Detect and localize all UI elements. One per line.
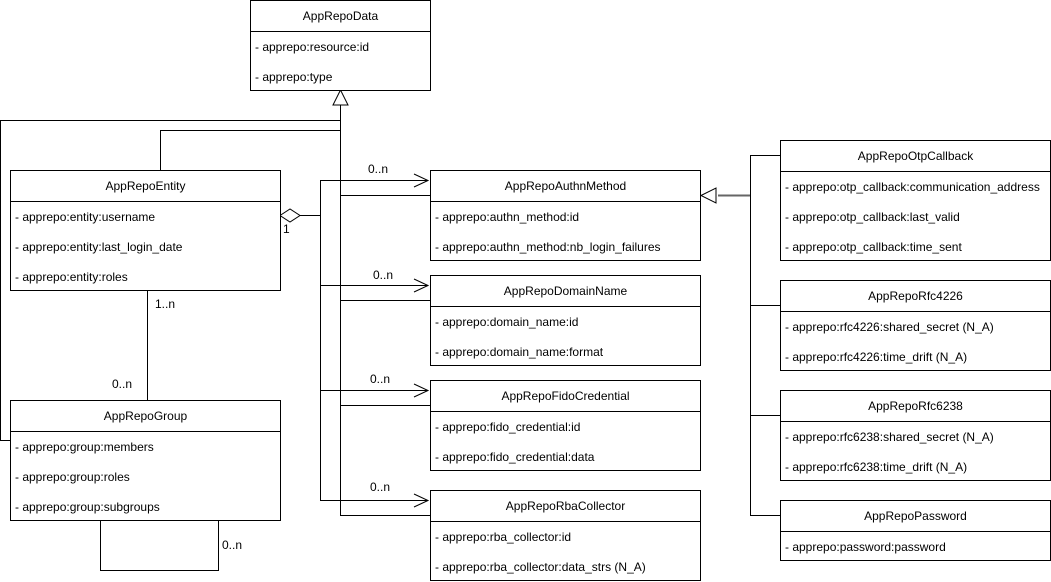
group-inherit-line [0, 120, 340, 441]
class-name: AppRepoAuthnMethod [431, 171, 700, 202]
multiplicity-label: 0..n [368, 162, 389, 176]
attribute: - apprepo:otp_callback:communication_add… [785, 180, 1040, 194]
class-name: AppRepoEntity [11, 171, 280, 202]
attribute: - apprepo:entity:username [15, 210, 156, 224]
multiplicity-label: 0..n [112, 377, 133, 391]
class-apprepofidocredential[interactable]: AppRepoFidoCredential - apprepo:fido_cred… [430, 380, 701, 471]
class-apprepootpcallback[interactable]: AppRepoOtpCallback - apprepo:otp_callback… [780, 140, 1051, 261]
attribute: - apprepo:domain_name:format [435, 345, 604, 359]
attribute: - apprepo:rfc6238:time_drift (N_A) [785, 460, 968, 474]
attribute: - apprepo:entity:roles [15, 270, 128, 284]
class-apprepoentity[interactable]: AppRepoEntity - apprepo:entity:username - … [10, 170, 281, 291]
class-name: AppRepoPassword [781, 501, 1050, 532]
class-apprepogroup[interactable]: AppRepoGroup - apprepo:group:members - app… [10, 400, 281, 521]
attribute: - apprepo:rfc4226:time_drift (N_A) [785, 350, 968, 364]
multiplicity-label: 0..n [370, 480, 391, 494]
attribute: - apprepo:entity:last_login_date [15, 240, 183, 254]
inherit-triangle [332, 88, 349, 106]
attribute: - apprepo:type [255, 70, 333, 84]
attribute: - apprepo:authn_method:nb_login_failures [435, 240, 661, 254]
class-appropassword[interactable]: AppRepoPassword - apprepo:password:passwo… [780, 500, 1051, 561]
inherit-line [340, 105, 430, 516]
group-self-loop [100, 520, 219, 571]
attribute: - apprepo:rba_collector:id [435, 530, 572, 544]
class-name: AppRepoRfc6238 [781, 391, 1050, 422]
attribute: - apprepo:authn_method:id [435, 210, 580, 224]
attribute: - apprepo:otp_callback:time_sent [785, 240, 962, 254]
class-name: AppRepoDomainName [431, 276, 700, 307]
class-name: AppRepoData [251, 1, 430, 32]
attribute: - apprepo:rba_collector:data_strs (N_A) [435, 560, 646, 574]
attribute: - apprepo:otp_callback:last_valid [785, 210, 960, 224]
class-name: AppRepoRbaCollector [431, 491, 700, 522]
class-apprepodata[interactable]: AppRepoData - apprepo:resource:id - apprep… [250, 0, 431, 91]
attribute: - apprepo:password:password [785, 540, 946, 554]
class-apporeporfc4226[interactable]: AppRepoRfc4226 - apprepo:rfc4226:shared_s… [780, 280, 1051, 371]
class-apprepoauthnmethod[interactable]: AppRepoAuthnMethod - apprepo:authn_method… [430, 170, 701, 261]
multiplicity-label: 0..n [373, 268, 394, 282]
multiplicity-label: 0..n [370, 372, 391, 386]
class-name: AppRepoRfc4226 [781, 281, 1050, 312]
attribute: - apprepo:group:subgroups [15, 500, 160, 514]
attribute: - apprepo:fido_credential:id [435, 420, 581, 434]
entity-inherit-line [160, 130, 340, 170]
class-name: AppRepoFidoCredential [431, 381, 700, 412]
multiplicity-label: 1..n [155, 297, 176, 311]
otp-inherit-triangle [699, 187, 717, 204]
attribute: - apprepo:rfc4226:shared_secret (N_A) [785, 320, 994, 334]
attribute: - apprepo:rfc6238:shared_secret (N_A) [785, 430, 994, 444]
multiplicity-label: 1 [283, 222, 290, 236]
attribute: - apprepo:fido_credential:data [435, 450, 595, 464]
attribute: - apprepo:group:roles [15, 470, 130, 484]
attribute: - apprepo:resource:id [255, 40, 370, 54]
class-name: AppRepoOtpCallback [781, 141, 1050, 172]
class-apporeporfc6238[interactable]: AppRepoRfc6238 - apprepo:rfc6238:shared_s… [780, 390, 1051, 481]
multiplicity-label: 0..n [222, 538, 243, 552]
class-apporeporbacollector[interactable]: AppRepoRbaCollector - apprepo:rba_collect… [430, 490, 701, 581]
attribute: - apprepo:group:members [15, 440, 154, 454]
class-name: AppRepoGroup [11, 401, 280, 432]
aggregation-diamond [279, 208, 301, 223]
class-apprepodomainname[interactable]: AppRepoDomainName - apprepo:domain_name:i… [430, 275, 701, 366]
attribute: - apprepo:domain_name:id [435, 315, 579, 329]
